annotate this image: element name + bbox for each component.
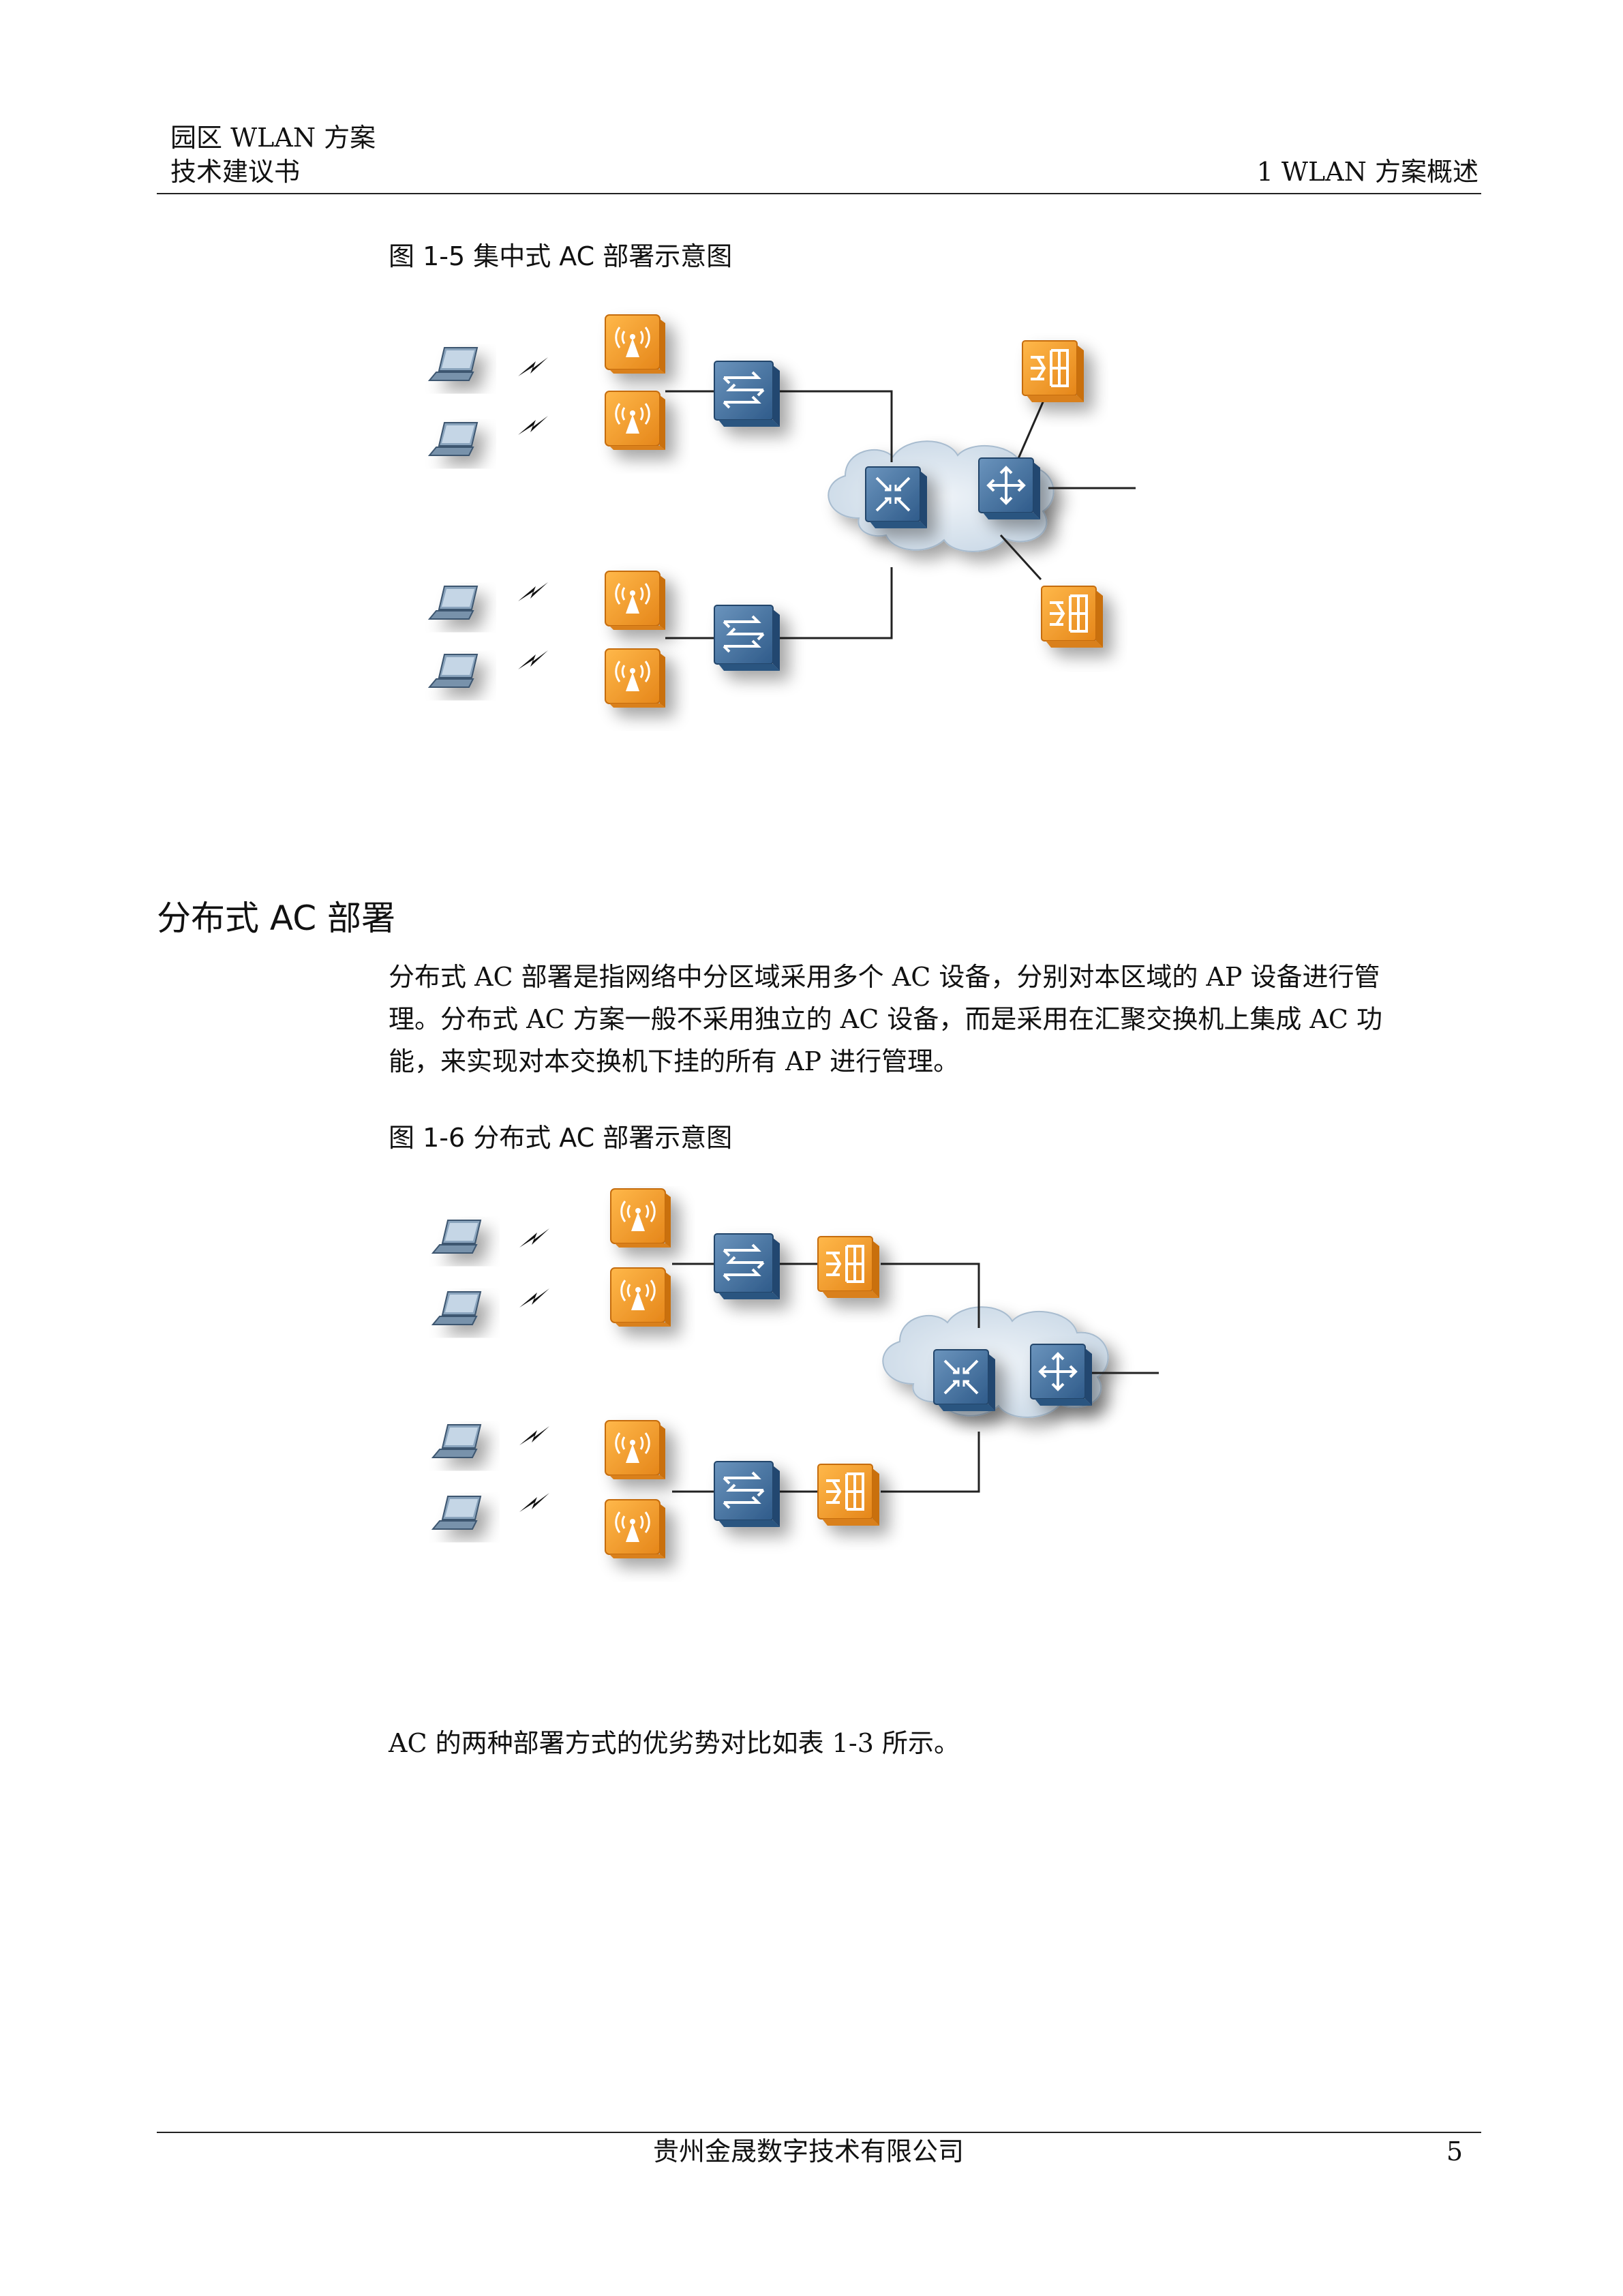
- header-rule: [157, 193, 1481, 194]
- core-switch-icon: [864, 466, 928, 530]
- ac-controller-icon: [817, 1463, 881, 1527]
- header-left-line1: 园区 WLAN 方案: [170, 123, 376, 153]
- switch-icon: [713, 1233, 781, 1301]
- access-point-icon: [609, 1267, 672, 1328]
- wireless-signal-icon: [519, 1228, 549, 1248]
- access-point-icon: [604, 570, 667, 631]
- access-point-icon: [604, 648, 667, 709]
- figure1-caption: 图 1-5 集中式 AC 部署示意图: [389, 241, 733, 271]
- access-point-icon: [604, 1419, 667, 1481]
- figure2-caption: 图 1-6 分布式 AC 部署示意图: [389, 1123, 733, 1153]
- laptop-icon: [432, 1496, 481, 1530]
- wireless-signal-icon: [519, 1493, 549, 1512]
- laptop-icon: [432, 1291, 481, 1325]
- laptop-icon: [429, 422, 478, 456]
- wireless-signal-icon: [519, 1288, 549, 1308]
- ac-controller-icon: [1021, 339, 1085, 404]
- header-right: 1 WLAN 方案概述: [1256, 157, 1478, 187]
- paragraph-line: 理。分布式 AC 方案一般不采用独立的 AC 设备，而是采用在汇聚交换机上集成 …: [389, 1004, 1383, 1034]
- figure2-diagram: [432, 1188, 1159, 1560]
- footer-company: 贵州金晟数字技术有限公司: [653, 2136, 965, 2166]
- access-point-icon: [604, 314, 667, 375]
- paragraph-line: 能，来实现对本交换机下挂的所有 AP 进行管理。: [389, 1046, 960, 1076]
- wireless-signal-icon: [519, 1426, 549, 1445]
- laptop-icon: [429, 654, 478, 688]
- page-number: 5: [1446, 2136, 1463, 2166]
- wireless-signal-icon: [518, 582, 548, 601]
- access-point-icon: [604, 390, 667, 451]
- router-icon: [1029, 1343, 1093, 1407]
- closing-paragraph: AC 的两种部署方式的优劣势对比如表 1-3 所示。: [389, 1728, 960, 1758]
- ac-controller-icon: [1040, 585, 1104, 649]
- switch-icon: [713, 604, 781, 672]
- laptop-icon: [429, 586, 478, 620]
- wireless-signal-icon: [518, 416, 548, 435]
- access-point-icon: [604, 1498, 667, 1560]
- laptop-icon: [432, 1424, 481, 1458]
- laptop-icon: [429, 347, 478, 381]
- core-switch-icon: [932, 1348, 997, 1413]
- router-icon: [977, 457, 1042, 521]
- access-point-icon: [609, 1188, 672, 1249]
- laptop-icon: [432, 1220, 481, 1254]
- section-paragraph: 分布式 AC 部署是指网络中分区域采用多个 AC 设备，分别对本区域的 AP 设…: [389, 956, 1479, 1083]
- paragraph-line: 分布式 AC 部署是指网络中分区域采用多个 AC 设备，分别对本区域的 AP 设…: [389, 962, 1380, 992]
- switch-icon: [713, 360, 781, 428]
- ac-controller-icon: [817, 1235, 881, 1299]
- wireless-signal-icon: [518, 357, 548, 376]
- header-left-line2: 技术建议书: [170, 157, 301, 187]
- switch-icon: [713, 1460, 781, 1528]
- section-heading: 分布式 AC 部署: [157, 898, 396, 938]
- wireless-signal-icon: [518, 650, 548, 669]
- footer-rule: [157, 2132, 1481, 2133]
- link-lines: [672, 1263, 1159, 1493]
- figure1-diagram: [429, 314, 1136, 709]
